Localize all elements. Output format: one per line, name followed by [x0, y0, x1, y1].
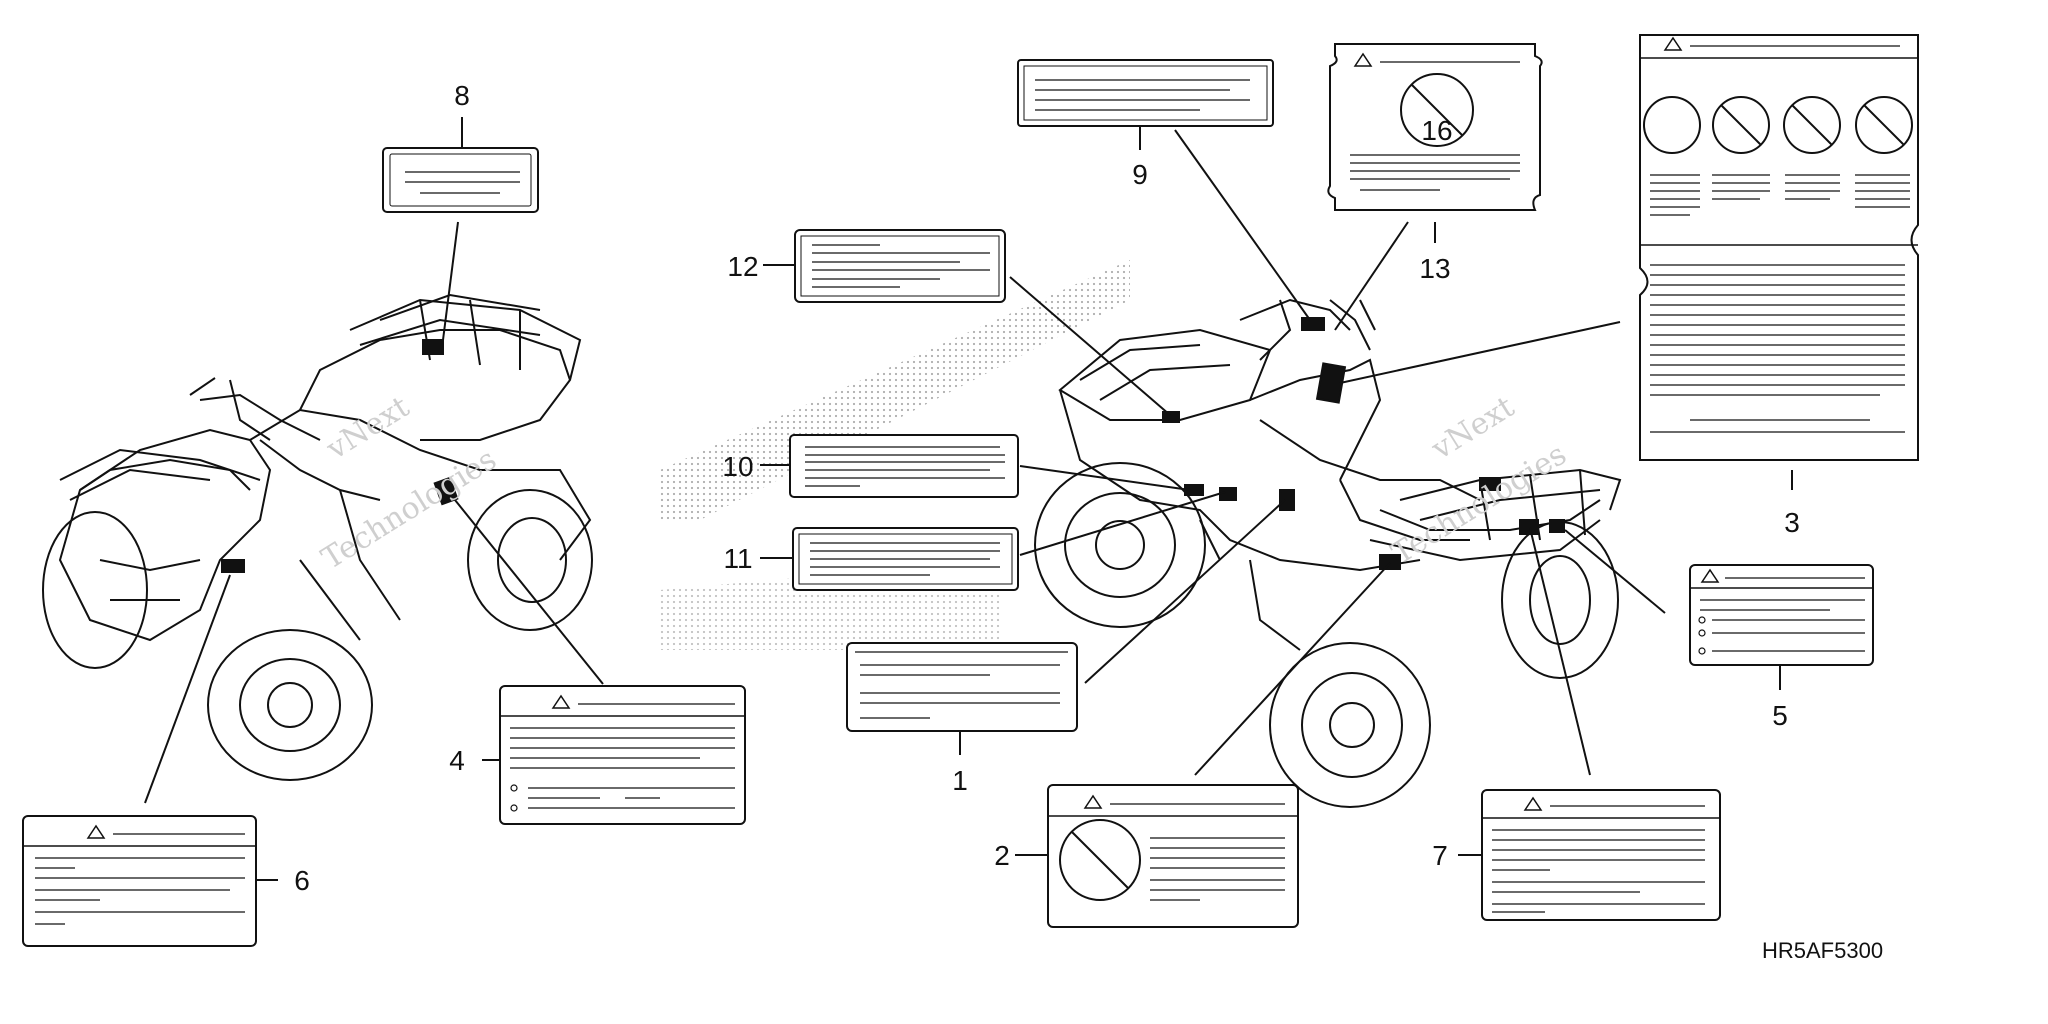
patch-9: [1301, 317, 1325, 331]
patch-4-left: [433, 476, 459, 506]
label-11: [792, 527, 1019, 591]
diagram-code: HR5AF5300: [1762, 938, 1883, 963]
patch-1: [1279, 489, 1295, 511]
warning-icon-3: [1783, 96, 1841, 154]
atv-right: [1034, 298, 1622, 808]
patch-7: [1519, 519, 1539, 535]
label-boxes: [22, 34, 1919, 947]
watermark-text-1: vNext: [320, 389, 416, 467]
wheel-front-back: [42, 511, 148, 669]
patch-6-left: [221, 559, 245, 573]
callout-11: 11: [723, 543, 752, 574]
no-passenger-icon: [1400, 73, 1474, 147]
label-8: [382, 147, 539, 213]
patch-3: [1479, 477, 1501, 491]
label-5: [1689, 564, 1874, 666]
label-9: [1017, 59, 1274, 127]
callout-4: 4: [449, 745, 465, 776]
callout-numbers: 8 9 13 3 12 10 11 1 4 6 2 7 5: [294, 80, 1800, 896]
patch-11: [1219, 487, 1237, 501]
patch-5: [1549, 519, 1565, 533]
callout-12: 12: [727, 251, 758, 282]
label-10: [789, 434, 1019, 498]
label-1: [846, 642, 1078, 732]
callout-7: 7: [1432, 840, 1448, 871]
callout-10: 10: [722, 451, 753, 482]
patch-12: [1162, 411, 1180, 423]
wheel-front: [1034, 462, 1206, 628]
callout-9: 9: [1132, 159, 1148, 190]
callout-2: 2: [994, 840, 1010, 871]
label-13-speed-text: 16: [1421, 115, 1452, 146]
callout-13: 13: [1419, 253, 1450, 284]
warning-icon-1: [1643, 96, 1701, 154]
callout-3: 3: [1784, 507, 1800, 538]
atv-left: [42, 293, 593, 781]
callout-1: 1: [952, 765, 968, 796]
label-7: [1481, 789, 1721, 921]
dotted-shading: [660, 260, 1130, 520]
wheel-rear-right: [467, 489, 593, 631]
label-2: [1047, 784, 1299, 928]
callout-8: 8: [454, 80, 470, 111]
callout-5: 5: [1772, 700, 1788, 731]
callout-6: 6: [294, 865, 310, 896]
label-13: [1327, 43, 1543, 211]
patch-13-3: [1315, 362, 1347, 404]
patch-2: [1379, 554, 1401, 570]
watermark-text-3: vNext: [1425, 389, 1521, 467]
warning-icon-2: [1712, 96, 1770, 154]
leader-lines: [144, 117, 1793, 881]
wheel-front-left: [207, 629, 373, 781]
label-3: [1639, 34, 1919, 461]
no-child-rider-icon: [1059, 819, 1141, 901]
label-6: [22, 815, 257, 947]
patch-8-left: [422, 339, 444, 355]
warning-icon-4: [1855, 96, 1913, 154]
label-4: [499, 685, 746, 825]
label-12: [794, 229, 1006, 303]
wheel-rear: [1269, 642, 1431, 808]
